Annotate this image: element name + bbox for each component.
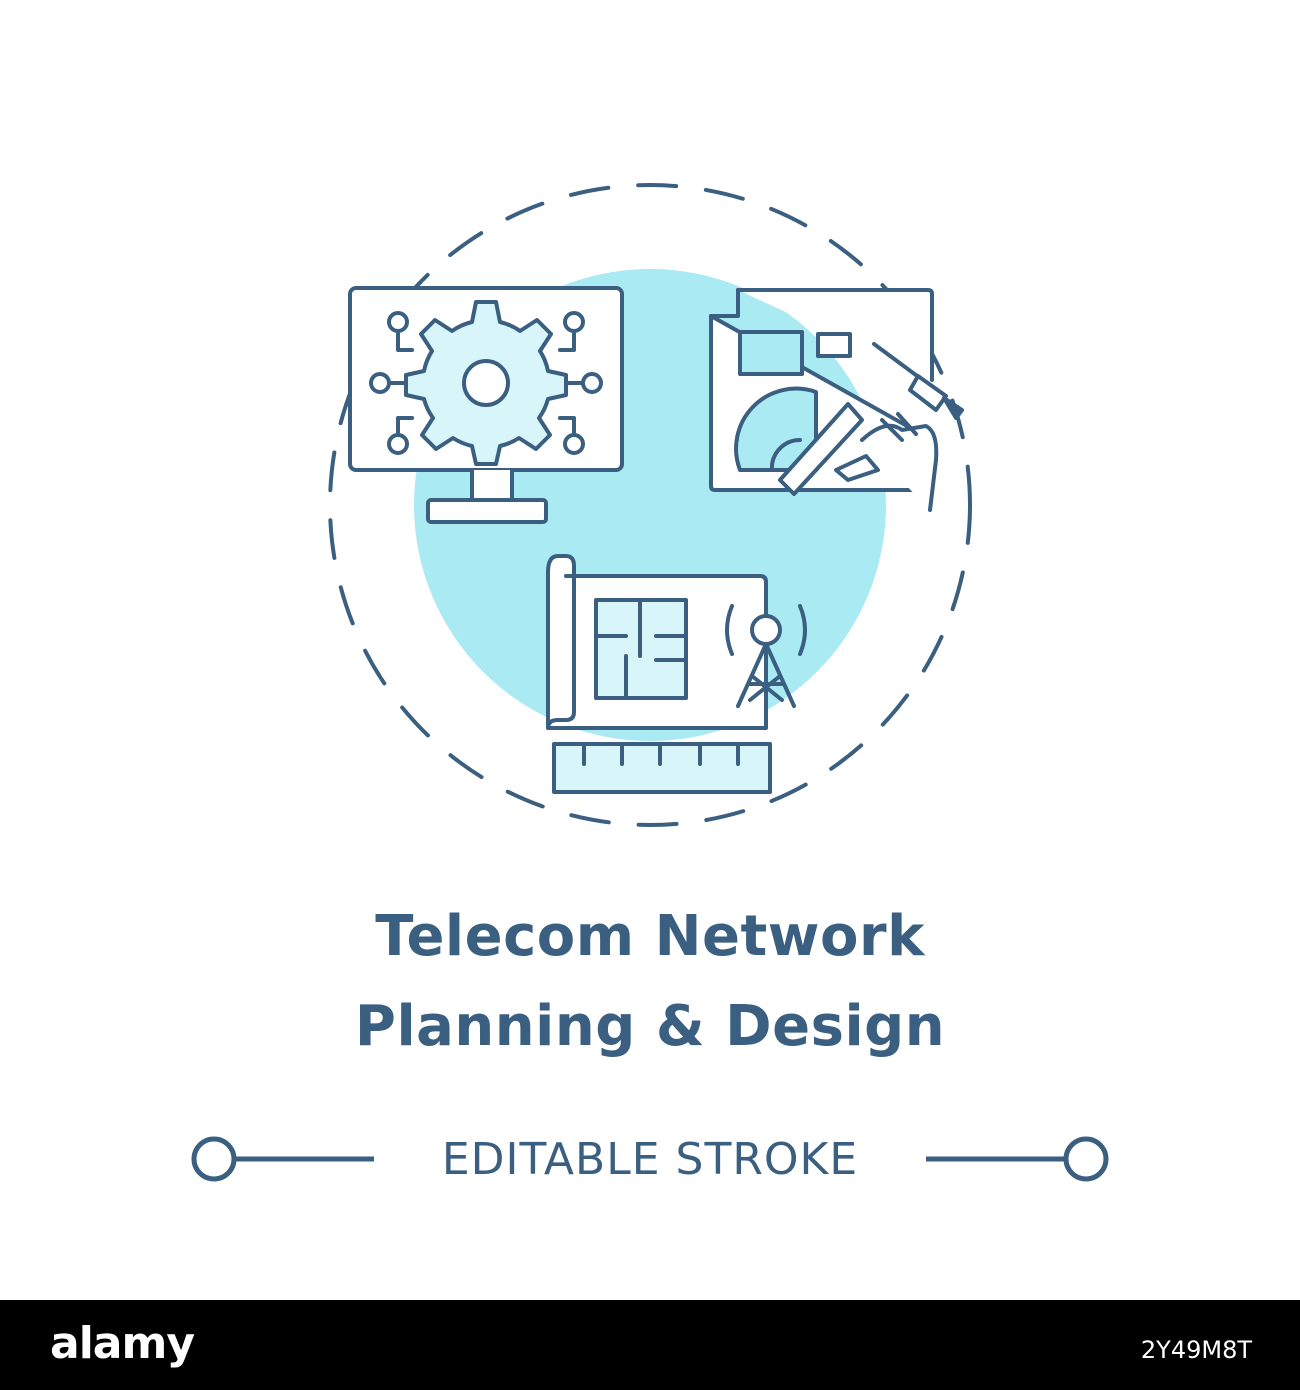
- editable-stroke-label: EDITABLE STROKE: [441, 1134, 859, 1185]
- drawing-tools-icon: [709, 288, 964, 512]
- image-id: 2Y49M8T: [1140, 1336, 1252, 1364]
- title-line-1: Telecom Network: [375, 904, 925, 969]
- dashed-ring: [328, 183, 972, 827]
- title-line-2: Planning & Design: [354, 994, 946, 1059]
- editable-stroke-decoration: [191, 1136, 1109, 1182]
- brand-logo: alamy: [50, 1318, 195, 1369]
- monitor-gear-icon: [348, 286, 624, 524]
- footer-bar: [0, 1300, 1300, 1390]
- blueprint-tower-icon: [546, 554, 807, 794]
- right-circle-handle: [1063, 1136, 1109, 1182]
- concept-illustration: [328, 183, 972, 827]
